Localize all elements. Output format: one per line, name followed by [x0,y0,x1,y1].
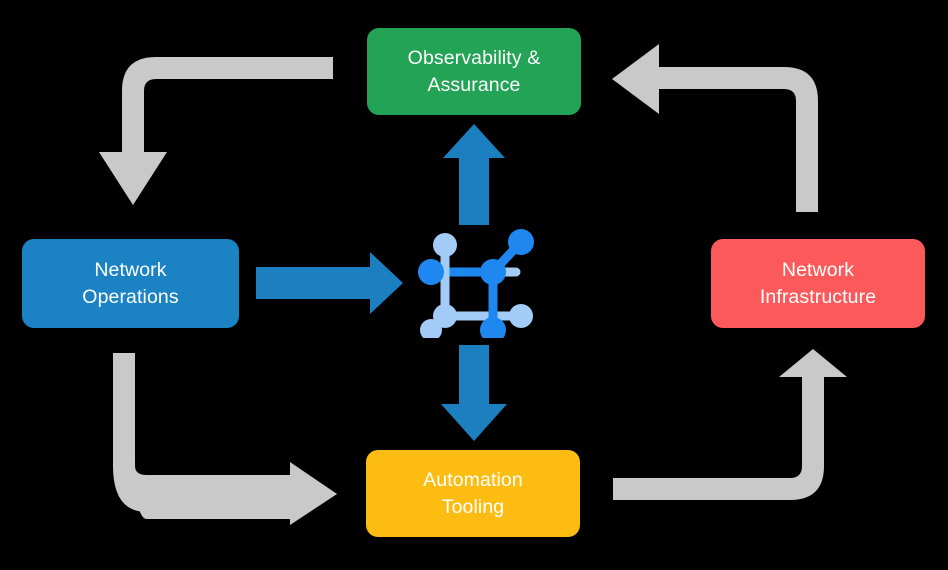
network-topology-icon [418,229,534,338]
arrow-observability-to-operations [99,57,333,205]
node-observability-assurance[interactable]: Observability & Assurance [367,28,581,115]
node-network-operations[interactable]: Network Operations [22,239,239,328]
arrow-operations-to-automation-shaft [113,353,337,525]
arrow-operations-to-center [256,252,403,314]
network-icon-dark-nodes [418,229,534,338]
arrow-center-to-observability [443,124,505,225]
node-network-infrastructure[interactable]: Network Infrastructure [711,239,925,328]
node-network-operations-label: Network Operations [82,259,179,308]
arrow-automation-to-infrastructure [613,349,847,500]
node-automation-tooling[interactable]: Automation Tooling [366,450,580,537]
node-network-infrastructure-label: Network Infrastructure [759,259,877,308]
node-observability-label: Observability & Assurance [407,47,541,96]
node-automation-tooling-label: Automation Tooling [423,469,523,518]
arrow-infrastructure-to-observability [612,44,818,212]
arrow-center-to-automation [441,345,507,441]
